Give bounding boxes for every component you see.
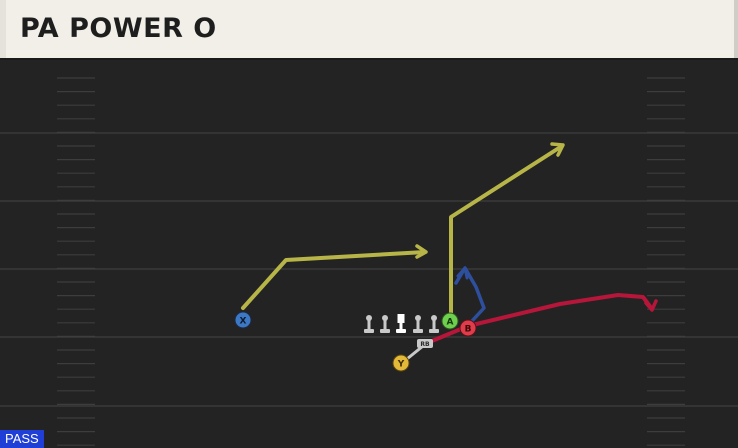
lineman-icon — [413, 315, 423, 333]
arrowhead-icon — [550, 142, 565, 157]
football-field: X A B RB Y — [0, 60, 738, 448]
player-x[interactable]: X — [234, 311, 252, 329]
player-rb-label: RB — [420, 341, 430, 348]
player-b[interactable]: B — [459, 319, 477, 337]
title-banner: PA POWER O — [0, 0, 738, 58]
play-title: PA POWER O — [20, 13, 217, 44]
lineman-icon — [380, 315, 390, 333]
arrowhead-icon — [415, 244, 428, 259]
field-svg: X A B RB Y — [0, 60, 738, 448]
arrowhead-icon — [456, 266, 469, 280]
player-rb[interactable]: RB — [417, 339, 433, 348]
yard-lines — [0, 132, 738, 407]
arrowhead-icon — [644, 299, 658, 312]
player-a-label: A — [447, 318, 454, 328]
banner-edge — [0, 0, 6, 58]
route-x — [241, 250, 427, 310]
player-y-label: Y — [397, 360, 405, 370]
center-icon — [396, 314, 406, 333]
route-a — [449, 144, 564, 323]
hash-marks-left — [57, 77, 95, 446]
offensive-line — [364, 314, 439, 333]
player-y[interactable]: Y — [392, 354, 410, 372]
player-a[interactable]: A — [441, 312, 459, 330]
lineman-icon — [429, 315, 439, 333]
player-b-label: B — [465, 325, 472, 335]
play-type-badge: PASS — [0, 430, 44, 448]
player-x-label: X — [240, 317, 247, 327]
hash-marks-right — [647, 77, 685, 446]
lineman-icon — [364, 315, 374, 333]
